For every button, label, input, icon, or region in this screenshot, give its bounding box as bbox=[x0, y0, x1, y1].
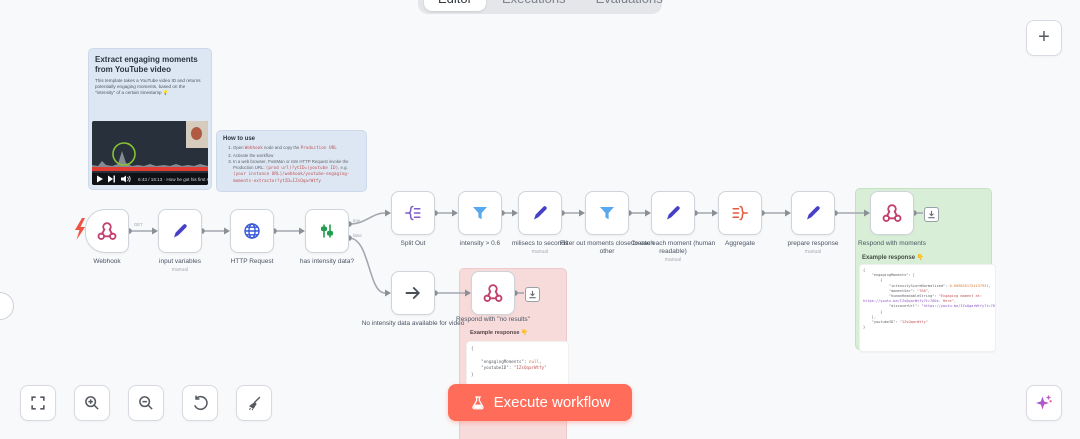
webhook-icon bbox=[97, 222, 117, 240]
plus-icon: + bbox=[1038, 26, 1050, 48]
add-node-button[interactable]: + bbox=[1026, 20, 1062, 56]
output-endpoint-button[interactable] bbox=[525, 286, 540, 302]
volume-icon bbox=[121, 175, 126, 183]
aggregate-icon bbox=[732, 205, 748, 221]
node-label-respond-with-moments: Respond with moments bbox=[858, 240, 926, 247]
globe-icon bbox=[244, 223, 260, 239]
node-sublabel-create-each-moment: manual bbox=[664, 257, 682, 263]
tab-executions[interactable]: Executions bbox=[488, 0, 580, 11]
node-intensity-filter[interactable] bbox=[458, 191, 502, 235]
node-label-webhook: Webhook bbox=[93, 258, 121, 265]
execute-workflow-button[interactable]: Execute workflow bbox=[448, 384, 632, 421]
output-endpoint-button[interactable] bbox=[924, 206, 939, 222]
edit-pencil-icon bbox=[174, 224, 187, 238]
howto-step-3: In a web browser, PostMan or n8n HTTP Re… bbox=[233, 159, 360, 184]
if-false-label: false bbox=[353, 233, 362, 238]
node-split-out[interactable] bbox=[391, 191, 435, 235]
fit-view-button[interactable] bbox=[20, 385, 56, 421]
video-controls: 6:43 / 16:13 · How he got his first sa bbox=[92, 173, 208, 185]
download-endpoint-icon bbox=[928, 210, 935, 218]
ai-sparkle-icon bbox=[1036, 395, 1052, 410]
node-no-intensity-data[interactable] bbox=[391, 271, 435, 315]
play-icon bbox=[97, 175, 103, 183]
broom-icon bbox=[249, 396, 261, 411]
split-out-icon bbox=[405, 205, 421, 221]
respond-webhook-icon bbox=[882, 204, 902, 222]
next-icon bbox=[108, 175, 113, 183]
node-sublabel-milisecs-to-seconds: manual bbox=[531, 249, 549, 255]
node-http-request[interactable] bbox=[230, 209, 274, 253]
webhook-method-label: GET bbox=[134, 222, 143, 227]
pip-preview bbox=[186, 121, 208, 148]
if-true-label: true bbox=[353, 218, 361, 223]
execute-workflow-label: Execute workflow bbox=[493, 394, 611, 411]
node-label-intensity-filter: intensity > 0.6 bbox=[459, 240, 501, 247]
node-respond-with-moments[interactable] bbox=[870, 191, 914, 235]
tidy-up-button[interactable] bbox=[236, 385, 272, 421]
editor-tab-bar: Editor Executions Evaluations bbox=[418, 0, 663, 14]
node-input-variables[interactable] bbox=[158, 209, 202, 253]
edit-pencil-icon bbox=[534, 206, 547, 220]
sticky-intro-body: This template takes a YouTube video ID a… bbox=[95, 78, 201, 95]
intensity-waveform bbox=[92, 142, 208, 171]
highlight-circle bbox=[112, 142, 136, 166]
node-label-prepare-response: prepare response bbox=[787, 240, 839, 247]
node-sublabel-prepare-response: manual bbox=[804, 249, 822, 255]
if-switch-icon bbox=[321, 224, 334, 238]
node-label-create-each-moment: Create each moment (human readable) bbox=[630, 240, 716, 255]
node-prepare-response[interactable] bbox=[791, 191, 835, 235]
node-label-no-intensity-data: No intensity data available for video bbox=[361, 320, 465, 327]
filter-funnel-icon bbox=[600, 207, 614, 220]
node-create-each-moment[interactable] bbox=[651, 191, 695, 235]
node-milisecs-to-seconds[interactable] bbox=[518, 191, 562, 235]
edit-pencil-icon bbox=[667, 206, 680, 220]
zoom-out-button[interactable] bbox=[128, 385, 164, 421]
node-has-intensity-data[interactable] bbox=[305, 209, 349, 253]
node-label-has-intensity-data: has intensity data? bbox=[299, 258, 355, 265]
pink-sticky-heading: Example response 👇 bbox=[470, 330, 528, 336]
video-caption: 6:43 / 16:13 · How he got his first sa bbox=[138, 176, 208, 182]
node-label-split-out: Split Out bbox=[400, 240, 426, 247]
ai-assistant-button[interactable] bbox=[1026, 385, 1062, 421]
canvas-edge-handle[interactable] bbox=[0, 292, 14, 320]
noop-arrow-icon bbox=[405, 287, 420, 299]
node-label-milisecs-to-seconds: milisecs to seconds bbox=[511, 240, 569, 247]
youtube-video-thumbnail: 6:43 / 16:13 · How he got his first sa bbox=[92, 121, 208, 185]
node-filter-out-moments[interactable] bbox=[585, 191, 629, 235]
node-respond-no-results[interactable] bbox=[471, 271, 515, 315]
howto-step-1: Open Webhook node and copy the Productio… bbox=[233, 145, 360, 152]
tab-editor[interactable]: Editor bbox=[424, 0, 486, 11]
sticky-note-howto[interactable]: How to use Open Webhook node and copy th… bbox=[216, 130, 367, 192]
node-webhook[interactable] bbox=[85, 209, 129, 253]
node-sublabel-input-variables: manual bbox=[171, 267, 189, 273]
node-label-filter-out-moments: Filter out moments close to each other bbox=[560, 240, 654, 255]
video-progress-bar bbox=[92, 167, 208, 171]
flask-icon bbox=[471, 395, 484, 409]
fit-view-icon bbox=[31, 396, 45, 410]
zoom-in-icon bbox=[85, 396, 99, 410]
node-label-respond-no-results: Respond with "no results" bbox=[456, 316, 530, 323]
sticky-howto-title: How to use bbox=[223, 136, 256, 142]
edit-pencil-icon bbox=[807, 206, 820, 220]
zoom-in-button[interactable] bbox=[74, 385, 110, 421]
zoom-out-icon bbox=[139, 396, 153, 410]
green-sticky-heading: Example response 👇 bbox=[862, 255, 925, 261]
undo-reset-icon bbox=[194, 395, 208, 411]
node-label-input-variables: input variables bbox=[159, 258, 201, 265]
green-sticky-code-block: { "engagingMoments": [ { "intensityScore… bbox=[859, 264, 996, 352]
sticky-intro-title: Extract engaging moments from YouTube vi… bbox=[95, 55, 198, 74]
reset-zoom-button[interactable] bbox=[182, 385, 218, 421]
trigger-lightning-icon bbox=[75, 218, 85, 240]
howto-step-2: Activate the workflow bbox=[233, 153, 360, 159]
filter-funnel-icon bbox=[473, 207, 487, 220]
respond-webhook-icon bbox=[483, 284, 503, 302]
node-label-aggregate: Aggregate bbox=[725, 240, 755, 247]
download-endpoint-icon bbox=[529, 290, 536, 298]
node-label-http-request: HTTP Request bbox=[230, 258, 274, 265]
node-aggregate[interactable] bbox=[718, 191, 762, 235]
tab-evaluations[interactable]: Evaluations bbox=[582, 0, 677, 11]
